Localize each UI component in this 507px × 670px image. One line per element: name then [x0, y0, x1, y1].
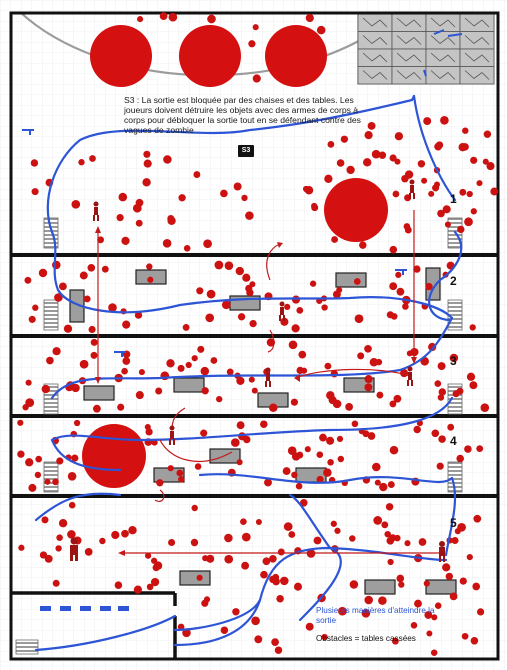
zombie-dots	[17, 12, 499, 656]
blocked-exit-barricade	[357, 13, 495, 85]
large-hordes	[82, 25, 388, 488]
floor-label-1: 1	[450, 192, 457, 206]
legend-routes: Plusieurs manières d'atteindre la sortie	[316, 606, 435, 625]
zombie-movement-arrows	[97, 210, 440, 554]
floor-label-5: 5	[450, 516, 457, 530]
floor-label-2: 2	[450, 274, 457, 288]
floor-label-3: 3	[450, 354, 457, 368]
arrow-heads	[95, 226, 417, 556]
zombie-figures	[70, 179, 445, 562]
scenario-description: S3 : La sortie est bloquée par des chais…	[124, 95, 361, 136]
escape-routes	[34, 94, 463, 652]
room-dashes	[40, 606, 129, 611]
tables	[69, 267, 457, 595]
exit-badge: S3	[238, 145, 254, 157]
player-weapons	[22, 29, 463, 357]
floor-label-4: 4	[450, 434, 457, 448]
walls	[9, 11, 500, 661]
legend-obstacles: Obstacles = tables cassées	[316, 634, 416, 643]
